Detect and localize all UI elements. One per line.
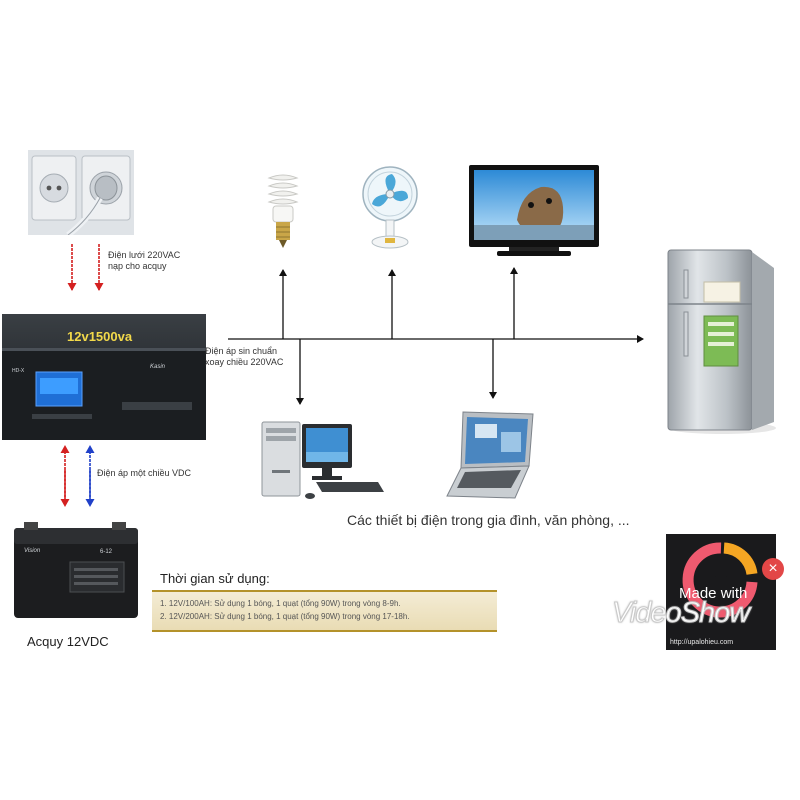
watermark-url: http://upalohieu.com: [670, 639, 734, 646]
usage-time-panel: Thời gian sử dụng: 1. 12V/100AH: Sử dụng…: [152, 568, 497, 632]
usage-time-rows: 1. 12V/100AH: Sử dụng 1 bóng, 1 quạt (tổ…: [152, 590, 497, 632]
inverter-brand-text: Kasin: [150, 364, 166, 370]
grid-power-label-line1: Điện lưới 220VAC: [108, 250, 181, 260]
usage-time-title: Thời gian sử dụng:: [160, 571, 270, 586]
battery-brand-text: Vision: [24, 548, 41, 554]
grid-power-label-line2: nạp cho acquy: [108, 261, 167, 271]
watermark-line1: Made with: [679, 585, 748, 602]
watermark-line2: VideoShow: [611, 597, 750, 630]
bulb-icon: [267, 174, 299, 248]
desktop-computer-icon: [261, 421, 384, 499]
inverter-badge-text: HD-X: [12, 368, 25, 374]
wall-socket-image: [28, 150, 134, 235]
tv-icon: [469, 165, 599, 256]
sine-ac-label-line1: Điện áp sin chuẩn: [205, 346, 278, 356]
grid-power-label: Điện lưới 220VAC nạp cho acquy: [108, 250, 180, 272]
inverter-image: [2, 314, 206, 440]
usage-row: 2. 12V/200AH: Sử dụng 1 bóng, 1 quạt (tổ…: [160, 612, 410, 621]
videoshow-logo-icon: [682, 542, 758, 618]
devices-caption: Các thiết bị điện trong gia đình, văn ph…: [347, 512, 630, 528]
battery-caption: Acquy 12VDC: [27, 634, 109, 649]
refrigerator-icon: [667, 249, 776, 434]
sine-ac-label: Điện áp sin chuẩn xoay chiều 220VAC: [205, 346, 283, 368]
watermark-close-button[interactable]: ×: [762, 558, 784, 580]
dc-voltage-label: Điện áp một chiều VDC: [97, 468, 192, 478]
fan-icon: [362, 166, 418, 249]
battery-image: [14, 522, 138, 618]
sine-ac-label-line2: xoay chiều 220VAC: [205, 357, 284, 367]
battery-model-text: 6-12: [100, 549, 113, 555]
usage-row: 1. 12V/100AH: Sử dụng 1 bóng, 1 quạt (tổ…: [160, 599, 401, 608]
videoshow-logo-tile: [666, 534, 776, 650]
laptop-icon: [446, 411, 534, 499]
inverter-model-label: 12v1500va: [67, 329, 133, 344]
